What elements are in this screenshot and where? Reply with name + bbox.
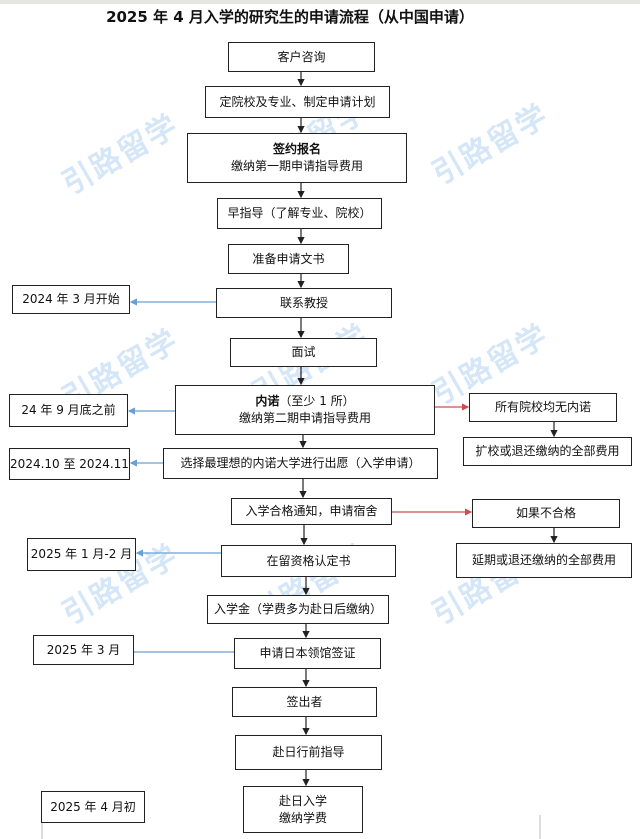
step-plan: 定院校及专业、制定申请计划 bbox=[205, 86, 390, 118]
timeline-box: 2025 年 1 月-2 月 bbox=[27, 538, 136, 571]
timeline-box: 24 年 9 月底之前 bbox=[9, 394, 128, 427]
step-sublabel: 缴纳学费 bbox=[278, 810, 327, 825]
step-label: 赴日行前指导 bbox=[272, 745, 345, 759]
step-label: 内诺 bbox=[255, 394, 280, 408]
timeline-box: 2024 年 3 月开始 bbox=[12, 285, 130, 314]
timeline-label: 2025 年 1 月-2 月 bbox=[30, 547, 133, 561]
step-coe: 在留资格认定书 bbox=[221, 545, 396, 577]
step-label: 定院校及专业、制定申请计划 bbox=[219, 94, 376, 109]
step-label: 在留资格认定书 bbox=[266, 553, 351, 568]
step-contact-professor: 联系教授 bbox=[216, 288, 392, 318]
timeline-label: 2024 年 3 月开始 bbox=[22, 292, 120, 306]
step-documents: 准备申请文书 bbox=[228, 244, 349, 274]
step-label: 签出者 bbox=[286, 694, 323, 709]
branch-postpone-or-refund: 延期或退还缴纳的全部费用 bbox=[456, 543, 632, 578]
step-apply: 选择最理想的内诺大学进行出愿（入学申请） bbox=[163, 448, 438, 479]
step-consultation: 客户咨询 bbox=[228, 42, 375, 72]
step-label: 申请日本领馆签证 bbox=[259, 646, 356, 660]
step-enrollment-fee: 入学金（学费多为赴日后缴纳） bbox=[207, 595, 389, 624]
step-label: 赴日入学 bbox=[278, 793, 327, 808]
branch-label: 如果不合格 bbox=[515, 506, 576, 520]
branch-label: 延期或退还缴纳的全部费用 bbox=[471, 553, 616, 567]
branch-expand-or-refund: 扩校或退还缴纳的全部费用 bbox=[463, 437, 632, 466]
timeline-box: 2025 年 3 月 bbox=[33, 635, 134, 665]
timeline-label: 2024.10 至 2024.11 bbox=[10, 456, 129, 471]
step-label: 联系教授 bbox=[279, 295, 328, 310]
step-visa: 申请日本领馆签证 bbox=[234, 638, 381, 669]
step-interview: 面试 bbox=[230, 338, 377, 367]
step-label: 客户咨询 bbox=[277, 49, 326, 64]
step-early-guidance: 早指导（了解专业、院校） bbox=[217, 198, 382, 229]
top-bar bbox=[0, 0, 640, 4]
branch-label: 所有院校均无内诺 bbox=[494, 400, 591, 414]
step-naidaku: 内诺（至少 1 所） 缴纳第二期申请指导费用 bbox=[175, 385, 435, 435]
timeline-label: 2025 年 3 月 bbox=[46, 642, 121, 657]
step-label: 入学合格通知，申请宿舍 bbox=[245, 504, 378, 518]
step-admission: 入学合格通知，申请宿舍 bbox=[231, 498, 392, 525]
step-label: 准备申请文书 bbox=[252, 251, 325, 266]
step-label: 早指导（了解专业、院校） bbox=[227, 206, 372, 220]
step-label: 入学金（学费多为赴日后缴纳） bbox=[213, 602, 382, 616]
branch-fail: 如果不合格 bbox=[472, 499, 620, 528]
step-pre-departure-guidance: 赴日行前指导 bbox=[235, 735, 382, 770]
timeline-box: 2025 年 4 月初 bbox=[41, 791, 145, 823]
step-label: 选择最理想的内诺大学进行出愿（入学申请） bbox=[180, 456, 421, 470]
step-label: 面试 bbox=[291, 345, 316, 359]
step-enroll-japan: 赴日入学缴纳学费 bbox=[243, 786, 363, 833]
timeline-label: 2025 年 4 月初 bbox=[50, 799, 136, 814]
step-sublabel: 缴纳第二期申请指导费用 bbox=[238, 411, 371, 425]
branch-label: 扩校或退还缴纳的全部费用 bbox=[475, 444, 620, 458]
timeline-box: 2024.10 至 2024.11 bbox=[9, 448, 130, 480]
step-sublabel: 缴纳第一期申请指导费用 bbox=[230, 159, 363, 173]
step-label: 签约报名 bbox=[272, 142, 321, 156]
timeline-label: 24 年 9 月底之前 bbox=[21, 403, 116, 417]
step-label-suffix: （至少 1 所） bbox=[279, 394, 355, 408]
branch-no-naidaku: 所有院校均无内诺 bbox=[469, 393, 617, 422]
step-sign-contract: 签约报名缴纳第一期申请指导费用 bbox=[187, 133, 407, 183]
step-departure: 签出者 bbox=[232, 687, 377, 717]
page-title: 2025 年 4 月入学的研究生的申请流程（从中国申请） bbox=[106, 8, 474, 26]
